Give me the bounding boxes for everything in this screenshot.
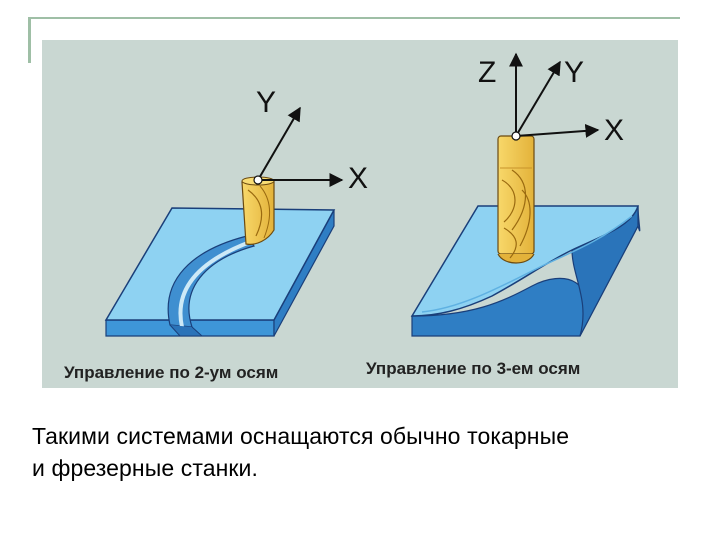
left-y-axis-label: Y	[256, 86, 276, 119]
groove-highlight	[178, 240, 251, 328]
caption-line-1: Такими системами оснащаются обычно токар…	[32, 423, 570, 449]
right-x-axis-label: X	[604, 114, 624, 147]
right-x-axis-arrow	[515, 123, 600, 138]
figure-svg: Y X Управление по 2-ум осям	[42, 40, 678, 388]
right-y-axis-arrow	[515, 60, 561, 137]
left-panel-2-axis: Y X Управление по 2-ум осям	[64, 86, 368, 382]
right-cutting-tool	[497, 135, 535, 264]
left-y-axis-arrow	[257, 106, 301, 181]
right-y-axis-label: Y	[564, 56, 584, 89]
left-cutting-tool	[241, 176, 275, 245]
milling-axes-figure: Y X Управление по 2-ум осям	[42, 40, 678, 388]
left-block-top-face	[104, 207, 336, 321]
groove-end	[169, 324, 204, 337]
left-panel-label: Управление по 2-ум осям	[64, 363, 278, 382]
caption-line-2: и фрезерные станки.	[32, 455, 258, 481]
left-origin-point	[253, 175, 263, 185]
right-origin-point	[511, 131, 521, 141]
slide-caption: Такими системами оснащаются обычно токар…	[32, 420, 702, 484]
right-z-axis-label: Z	[478, 56, 496, 89]
left-x-axis-label: X	[348, 162, 368, 195]
right-panel-3-axis: Z Y X Управление по 3-ем осям	[366, 52, 641, 378]
decorative-left-line	[28, 17, 31, 63]
right-panel-label: Управление по 3-ем осям	[366, 359, 580, 378]
surface-contour	[421, 215, 633, 313]
decorative-top-line	[28, 17, 680, 19]
